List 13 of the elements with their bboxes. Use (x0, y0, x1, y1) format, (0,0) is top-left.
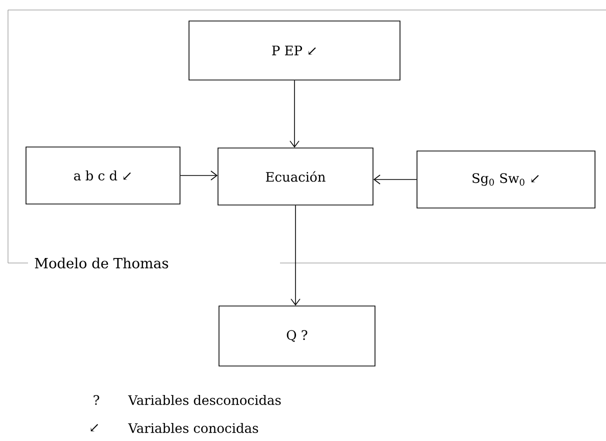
legend-text: Variables conocidas (128, 422, 258, 434)
process-box: Sg$_{0}$ Sw$_{0}$ ↙ (416, 150, 596, 208)
arrow (180, 170, 218, 180)
arrow (373, 174, 417, 184)
arrow (290, 80, 300, 148)
process-box: Q ? (218, 306, 376, 366)
process-box: Ecuación (218, 148, 374, 206)
process-box: P EP ↙ (188, 20, 400, 80)
arrow (290, 205, 300, 306)
legend-text: Variables desconocidas (128, 394, 281, 406)
legend-symbol: ↙ (90, 424, 98, 432)
process-box: a b c d ↙ (26, 146, 180, 204)
legend-symbol: ? (94, 395, 100, 405)
